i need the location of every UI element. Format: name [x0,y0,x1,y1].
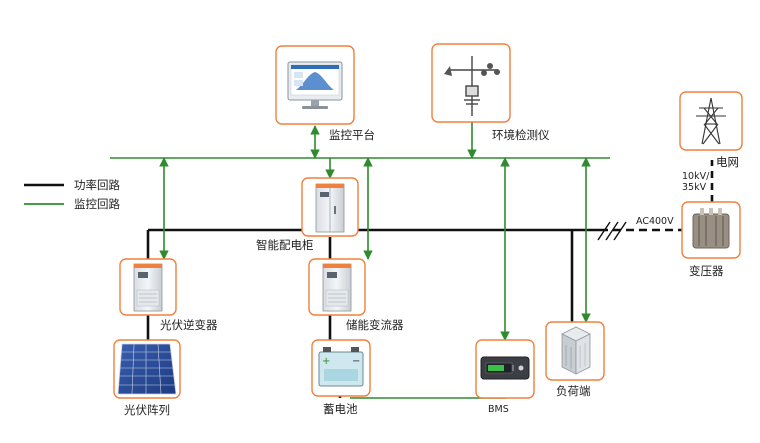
smart-cabinet-label: 智能配电柜 [256,238,314,252]
pcs-node: 储能变流器 [308,258,404,332]
ac400v-break-marks [597,221,627,241]
battery-icon: + − [318,347,364,387]
electrical-cabinet-icon [133,263,163,312]
monitor-lines [110,122,610,341]
battery-label: 蓄电池 [323,402,358,416]
weather-station-icon [444,56,500,116]
monitor-platform-label: 监控平台 [329,128,375,142]
pv-array-label: 光伏阵列 [124,403,170,417]
monitor-platform-node: 监控平台 [275,45,375,142]
bms-module-icon [480,356,530,380]
voltage-label-line2: 35kV [682,182,707,193]
svg-text:+: + [322,356,330,367]
load-label: 负荷端 [556,384,591,398]
electrical-cabinet-icon [322,263,352,312]
legend: 功率回路 监控回路 [24,178,120,211]
battery-node: + − 蓄电池 [311,339,371,416]
transformer-node: 变压器 [681,201,741,278]
legend-power-label: 功率回路 [74,178,120,192]
grid-label: 电网 [716,155,739,169]
bms-node: BMS [475,339,535,415]
smart-cabinet-node: 智能配电柜 [256,177,359,252]
legend-monitor-label: 监控回路 [74,197,120,211]
ac-voltage-label: AC400V [636,216,674,227]
power-lines [146,160,714,398]
transformer-label: 变压器 [689,264,724,278]
solar-panel-icon [117,343,177,395]
env-monitor-label: 环境检测仪 [492,128,550,142]
pv-inverter-label: 光伏逆变器 [160,318,218,332]
computer-monitor-icon [287,61,343,109]
grid-node: 电网 [679,91,743,169]
transformer-icon [692,208,730,249]
pv-inverter-node: 光伏逆变器 [119,258,218,332]
load-building-icon [561,326,591,375]
electrical-cabinet-icon [315,183,345,233]
transmission-tower-icon [696,97,726,145]
svg-text:−: − [352,356,360,367]
env-monitor-node: 环境检测仪 [431,43,550,142]
pv-array-node: 光伏阵列 [113,339,181,417]
load-node: 负荷端 [545,321,605,398]
voltage-label-line1: 10kV/ [682,171,710,182]
pcs-label: 储能变流器 [346,318,404,332]
bms-label: BMS [488,404,509,415]
